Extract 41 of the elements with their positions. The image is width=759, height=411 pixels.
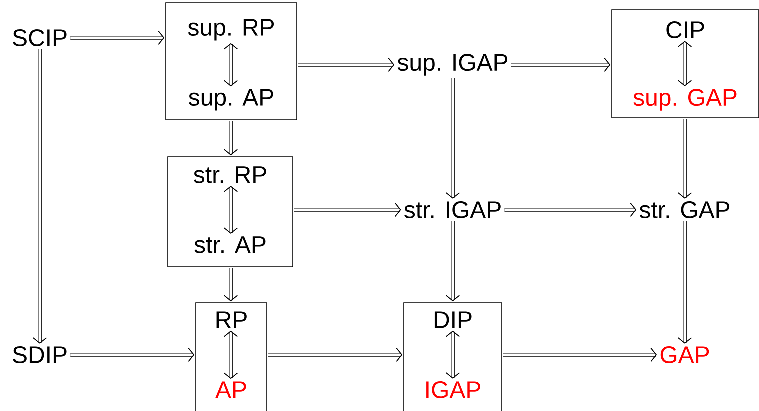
- implication-arrow: [268, 348, 403, 362]
- statement-label: GAP: [660, 346, 710, 364]
- implication-arrow: [678, 119, 692, 199]
- implication-arrow: [504, 202, 637, 218]
- statement-label: SCIP: [13, 30, 67, 46]
- implication-arrow: [446, 78, 460, 199]
- equivalence-arrow: [446, 330, 460, 379]
- statement-label: str. RP: [194, 166, 266, 184]
- implication-arrow: [70, 348, 195, 362]
- statement-label: sup. RP: [188, 19, 274, 41]
- equivalence-arrow: [224, 330, 238, 380]
- framed-box: [404, 302, 502, 411]
- statement-label: RP: [216, 312, 247, 328]
- implication-arrow: [70, 30, 165, 46]
- implication-arrow: [298, 58, 395, 72]
- implication-arrow: [32, 49, 48, 344]
- statement-label: sup. IGAP: [398, 54, 508, 76]
- statement-label: DIP: [434, 312, 472, 328]
- framed-box: [196, 302, 268, 411]
- implication-arrow: [446, 221, 460, 302]
- statement-label: str. AP: [194, 236, 266, 254]
- statement-label: IGAP: [426, 382, 480, 398]
- statement-label: str. GAP: [640, 202, 730, 218]
- implication-arrow: [678, 221, 692, 344]
- statement-label: CIP: [666, 22, 704, 38]
- framed-box: [166, 2, 298, 120]
- statement-label: sup. AP: [189, 89, 274, 111]
- statement-label: str. IGAP: [404, 202, 501, 218]
- statement-label: SDIP: [13, 346, 67, 364]
- implication-arrow: [224, 268, 238, 302]
- equivalence-arrow: [224, 186, 238, 234]
- statement-label: AP: [216, 382, 246, 398]
- implication-arrow: [294, 202, 402, 218]
- equivalence-arrow: [224, 43, 238, 87]
- framed-box: [168, 156, 294, 268]
- statement-label: sup. GAP: [634, 89, 737, 111]
- implication-arrow: [511, 58, 611, 72]
- implication-arrow: [503, 348, 658, 362]
- implication-arrow: [224, 121, 238, 156]
- framed-box: [612, 10, 759, 118]
- equivalence-arrow: [678, 41, 692, 87]
